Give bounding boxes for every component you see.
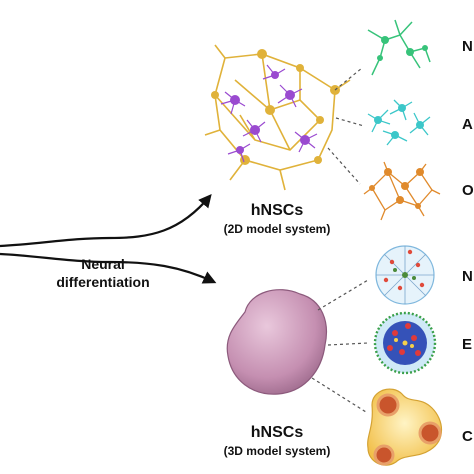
right-label-3: O <box>462 182 474 199</box>
connectors-3d <box>311 279 369 413</box>
arrow-to-3d <box>0 252 217 284</box>
right-label-5: E <box>462 336 473 353</box>
right-label-6: C <box>462 428 473 445</box>
bottom-subtitle: (3D model system) <box>223 444 331 458</box>
cerebral-organoid <box>367 388 443 466</box>
top-subtitle: (2D model system) <box>223 222 331 236</box>
right-label-2: A <box>462 116 473 133</box>
branching-arrows <box>0 193 217 284</box>
network-2d-cluster <box>204 44 351 191</box>
neuron-cell <box>367 19 431 76</box>
right-label-4: N <box>462 268 473 285</box>
spheroid-3d <box>226 289 327 395</box>
right-label-1: N <box>462 38 473 55</box>
oligodendrocyte-cells <box>363 161 441 221</box>
neurosphere <box>375 245 435 305</box>
bottom-title: hNSCs <box>250 424 304 441</box>
connectors-2d <box>327 67 365 185</box>
embryoid-body <box>373 311 437 375</box>
arrow-to-2d <box>0 193 212 248</box>
center-label: Neural differentiation <box>56 256 150 290</box>
astrocyte-cells <box>367 99 431 146</box>
top-title: hNSCs <box>250 202 304 219</box>
